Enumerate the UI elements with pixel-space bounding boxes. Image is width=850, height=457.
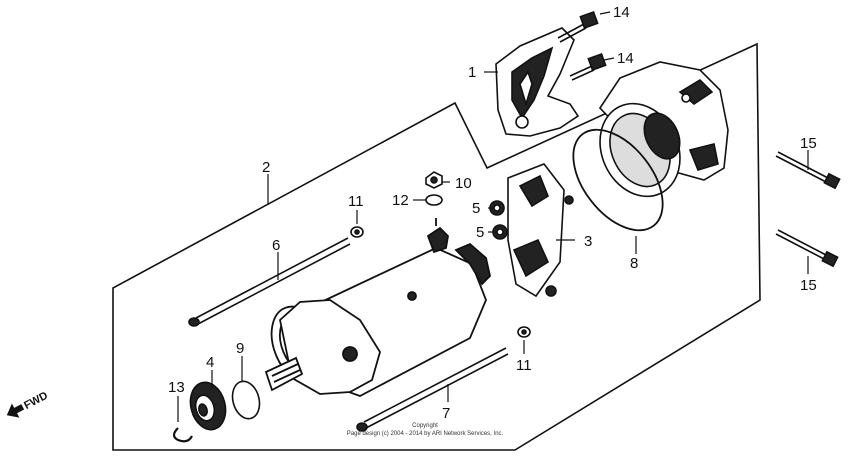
forward-arrow-icon: [6, 403, 25, 418]
callout-6: 6: [272, 237, 280, 254]
pinion-gear: [189, 381, 227, 431]
callout-14-lower: 14: [617, 50, 634, 67]
through-bolt-7: [356, 347, 509, 432]
mounting-bracket: [495, 27, 580, 137]
callout-11-upper: 11: [348, 193, 364, 210]
copyright-line-1: Copyright: [412, 423, 438, 429]
nut-11-upper: [350, 226, 364, 238]
bolt-upper: [557, 10, 599, 43]
callout-5-lower: 5: [476, 224, 484, 241]
callout-4: 4: [206, 354, 214, 371]
rear-cover-housing: [598, 61, 729, 198]
o-ring-large: [572, 128, 664, 232]
callout-5-upper: 5: [472, 200, 480, 217]
o-ring-small: [231, 380, 261, 420]
callout-15-upper: 15: [800, 135, 817, 152]
callout-2: 2: [262, 159, 270, 176]
copyright-line-2: Page design (c) 2004 - 2014 by ARI Netwo…: [347, 431, 504, 437]
snap-clip: [172, 427, 193, 443]
forward-direction-indicator: FWD: [6, 390, 50, 418]
callout-9: 9: [236, 340, 244, 357]
callout-11-lower: 11: [516, 357, 532, 374]
bolt-15-lower: [775, 229, 839, 268]
callout-13: 13: [168, 379, 185, 396]
through-bolt-6: [188, 237, 351, 327]
leader-lines: [177, 11, 809, 422]
callout-12: 12: [392, 192, 409, 209]
washer-12: [425, 194, 443, 206]
nut-10: [425, 171, 443, 189]
nut-5-upper: [489, 200, 505, 216]
callout-10: 10: [455, 175, 472, 192]
callout-1: 1: [468, 64, 476, 81]
assembly-outline: [112, 42, 761, 451]
brush-holder-plate: [507, 163, 574, 298]
bolt-15-upper: [775, 151, 841, 190]
callout-14-upper: 14: [613, 4, 630, 21]
nut-11-lower: [517, 326, 531, 338]
callout-7: 7: [442, 405, 450, 422]
callout-8: 8: [630, 255, 638, 272]
callout-3: 3: [584, 233, 592, 250]
bolt-lower: [569, 52, 607, 81]
starter-motor-body: [264, 218, 491, 397]
callout-15-lower: 15: [800, 277, 817, 294]
forward-label: FWD: [22, 390, 50, 412]
